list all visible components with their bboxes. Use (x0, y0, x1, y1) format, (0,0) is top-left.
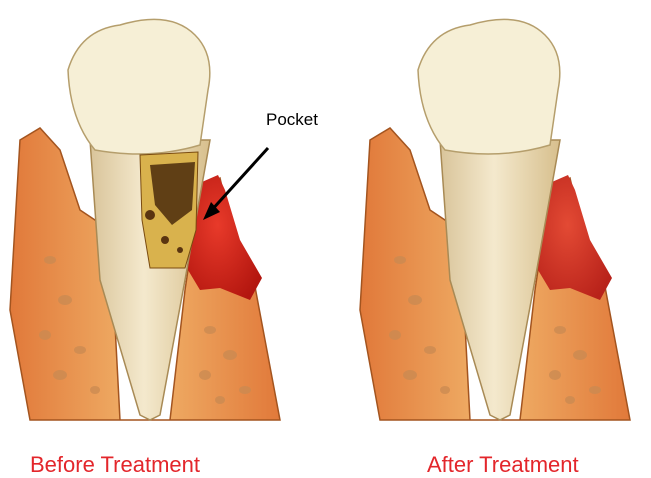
before-treatment-illustration (0, 0, 300, 440)
tooth-crown (68, 19, 210, 154)
after-treatment-illustration (350, 0, 650, 440)
before-treatment-caption: Before Treatment (30, 452, 200, 478)
tooth-crown (418, 19, 560, 154)
pocket-label: Pocket (266, 110, 318, 130)
after-treatment-caption: After Treatment (427, 452, 579, 478)
